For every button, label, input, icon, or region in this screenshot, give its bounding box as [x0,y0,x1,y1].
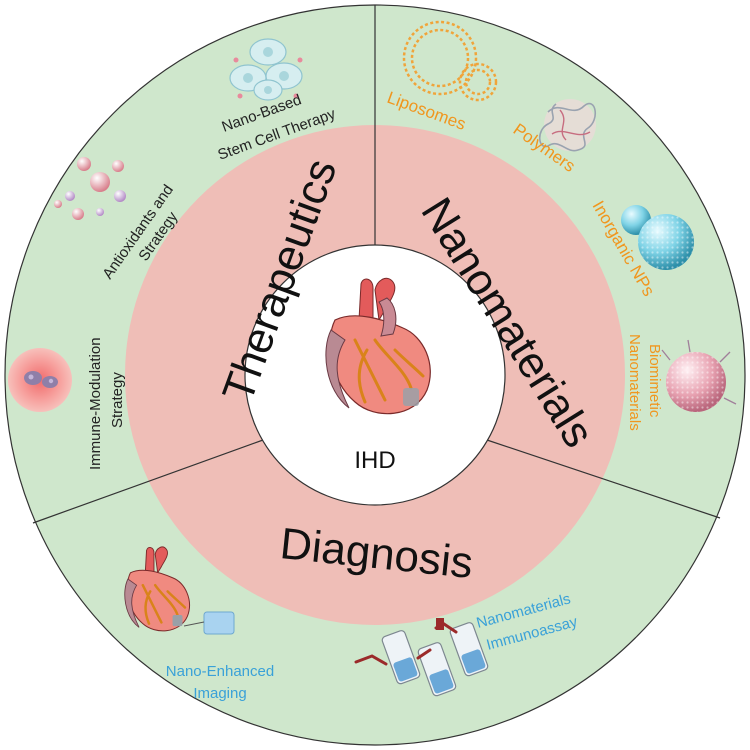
label-immune-line2: Strategy [109,372,126,428]
imaging-probe-line [183,621,205,627]
label-biomimetic-line1: Biomimetic [646,344,663,418]
stem-cell-icon [229,38,303,101]
imaging-probe-icon [124,546,190,632]
imaging-probe-box [203,611,235,635]
liposome-icon [402,20,498,102]
divider-left [32,439,264,524]
immune-cell-icon [8,348,72,412]
biomimetic-nanoparticle-icon [661,339,737,412]
label-immune-line1: Immune-Modulation [87,337,104,470]
divider-right [486,439,721,519]
center-label: IHD [354,447,395,474]
polymer-icon [538,99,596,152]
inorganic-nanoparticle-icon [621,205,694,270]
label-biomimetic-line2: Nanomaterials [626,334,643,431]
label-imaging-line1: Nano-Enhanced [166,663,274,680]
label-imaging-line2: Imaging [193,685,246,702]
antioxidant-spheres-icon [54,157,126,220]
heart-icon [325,277,431,415]
immunoassay-tube-icon [354,618,489,697]
